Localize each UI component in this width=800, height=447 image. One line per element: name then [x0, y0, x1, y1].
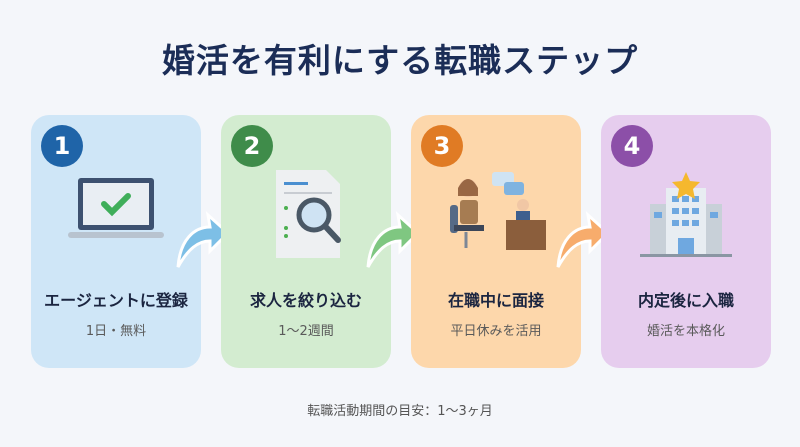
office-building-star-icon	[640, 172, 732, 257]
step-card-1: 1 エージェントに登録 1日・無料	[31, 115, 201, 368]
step-title: 在職中に面接	[447, 291, 544, 310]
step-card-2: 2 求人を絞り込む 1〜2週間	[221, 115, 391, 368]
step-card-3: 3 在職中に面接 平日休みを活用	[411, 115, 581, 368]
duration-note: 転職活動期間の目安：1〜3ヶ月	[307, 404, 493, 419]
step-subtitle: 平日休みを活用	[450, 324, 542, 339]
step-title: 求人を絞り込む	[249, 291, 362, 310]
laptop-check-icon	[68, 178, 164, 238]
step-number-badge: 2	[231, 125, 273, 167]
page-title: 婚活を有利にする転職ステップ	[161, 41, 639, 80]
step-number-badge: 1	[41, 125, 83, 167]
step-title: 内定後に入職	[637, 291, 734, 310]
document-search-icon	[276, 170, 341, 258]
interview-icon	[450, 172, 546, 250]
step-title: エージェントに登録	[44, 291, 188, 310]
step-card-4: 4 内定後に入職 婚活を本格化	[601, 115, 771, 368]
step-number-badge: 3	[421, 125, 463, 167]
step-subtitle: 婚活を本格化	[646, 324, 725, 339]
step-subtitle: 1日・無料	[85, 324, 147, 339]
step-subtitle: 1〜2週間	[278, 324, 334, 339]
step-number-badge: 4	[611, 125, 653, 167]
